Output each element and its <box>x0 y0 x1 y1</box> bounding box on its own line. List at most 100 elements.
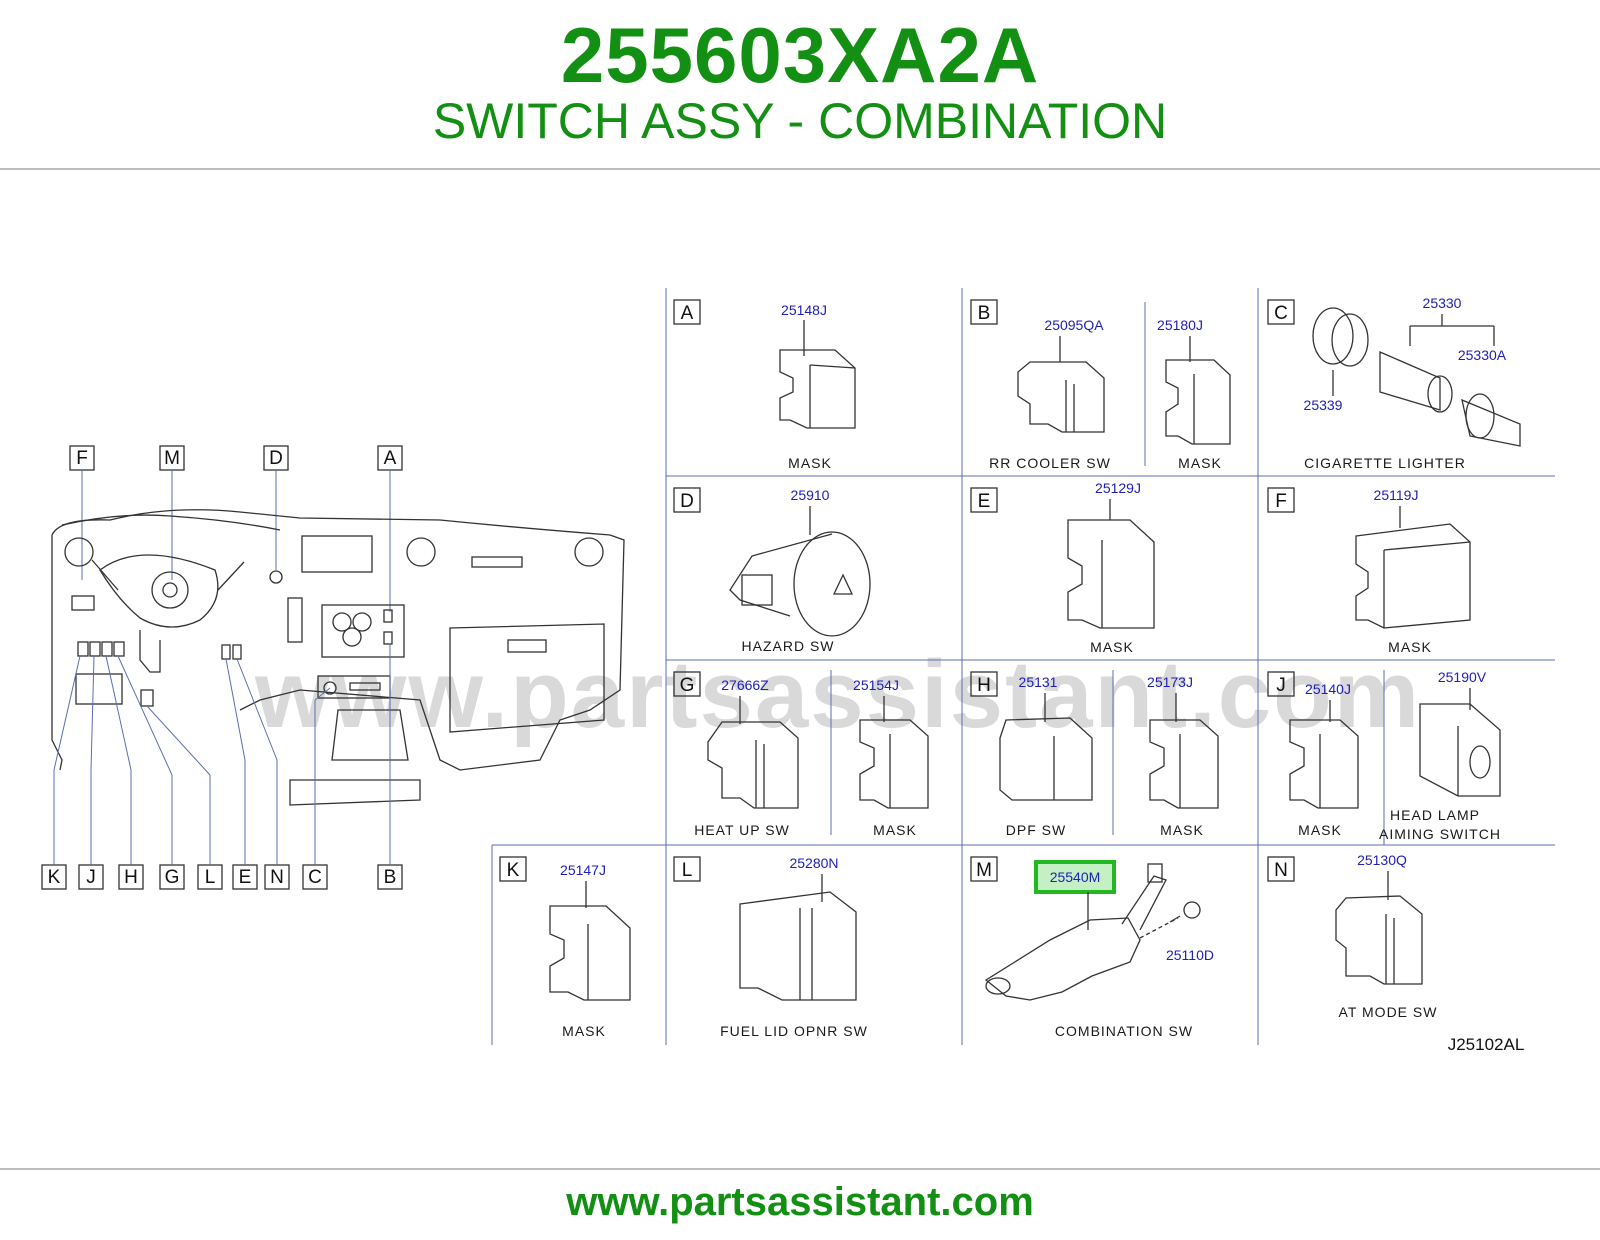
svg-text:MASK: MASK <box>1090 639 1134 655</box>
dashboard-overview: F M D A <box>41 445 625 890</box>
svg-text:L: L <box>205 867 216 888</box>
dashboard-callout-h[interactable]: H <box>105 655 144 890</box>
svg-text:M: M <box>164 448 180 469</box>
part-number-link[interactable]: 25110D <box>1166 947 1214 963</box>
svg-text:E: E <box>239 867 252 888</box>
dashboard-callout-b[interactable]: B <box>377 644 403 890</box>
panel-c: C 25330 25330A 25339 CIGARETTE LIGHTER <box>1267 295 1521 471</box>
svg-text:DPF SW: DPF SW <box>1006 822 1066 838</box>
svg-text:MASK: MASK <box>788 455 832 471</box>
dashboard-callout-g[interactable]: G <box>117 655 185 890</box>
dashboard-callout-m[interactable]: M <box>159 445 185 580</box>
panel-b: B 25095QA 25180J RR COOLER SW MASK <box>970 299 1231 471</box>
svg-text:L: L <box>682 860 693 881</box>
part-number-link[interactable]: 25330 <box>1423 295 1462 311</box>
part-number-link[interactable]: 25147J <box>560 862 606 878</box>
part-number-link[interactable]: 25131 <box>1019 674 1058 690</box>
svg-text:HAZARD SW: HAZARD SW <box>742 638 835 654</box>
svg-text:COMBINATION SW: COMBINATION SW <box>1055 1023 1193 1039</box>
svg-text:D: D <box>680 491 694 512</box>
part-number-link[interactable]: 25910 <box>791 487 830 503</box>
svg-text:A: A <box>384 448 397 469</box>
panel-k: K 25147J MASK <box>499 856 631 1039</box>
svg-text:M: M <box>976 860 992 881</box>
part-number-link[interactable]: 25190V <box>1438 669 1487 685</box>
dashboard-callout-a[interactable]: A <box>377 445 403 612</box>
part-number-link[interactable]: 25148J <box>781 302 827 318</box>
svg-text:B: B <box>384 867 397 888</box>
part-number-link[interactable]: 25330A <box>1458 347 1507 363</box>
svg-text:MASK: MASK <box>873 822 917 838</box>
dashboard-callout-e[interactable]: E <box>225 658 258 890</box>
svg-text:25540M: 25540M <box>1050 869 1101 885</box>
part-number-link[interactable]: 25129J <box>1095 480 1141 496</box>
panel-n: N 25130Q AT MODE SW <box>1267 852 1438 1020</box>
panel-f: F 25119J MASK <box>1267 487 1471 655</box>
svg-text:K: K <box>48 867 61 888</box>
dashboard-callout-j[interactable]: J <box>78 655 104 890</box>
part-number-title: 255603XA2A <box>560 11 1040 99</box>
svg-text:A: A <box>681 303 694 324</box>
svg-text:HEAT UP SW: HEAT UP SW <box>694 822 790 838</box>
part-number-link[interactable]: 25095QA <box>1044 317 1104 333</box>
panel-j: J 25140J 25190V MASK HEAD LAMP AIMING SW… <box>1267 669 1501 842</box>
dashboard-callout-d[interactable]: D <box>263 445 289 570</box>
watermark: www.partsassistant.com <box>255 641 1422 748</box>
part-number-link[interactable]: 25173J <box>1147 674 1193 690</box>
svg-text:MASK: MASK <box>1178 455 1222 471</box>
svg-text:RR COOLER SW: RR COOLER SW <box>989 455 1111 471</box>
svg-text:J: J <box>1276 675 1286 696</box>
svg-text:MASK: MASK <box>562 1023 606 1039</box>
svg-text:H: H <box>124 867 138 888</box>
svg-text:N: N <box>270 867 284 888</box>
svg-text:H: H <box>977 675 991 696</box>
svg-text:E: E <box>978 491 991 512</box>
dashboard-callout-c[interactable]: C <box>302 687 331 890</box>
svg-text:G: G <box>680 675 695 696</box>
part-number-link[interactable]: 25119J <box>1374 487 1419 503</box>
part-number-link[interactable]: 25280N <box>789 855 838 871</box>
footer-url[interactable]: www.partsassistant.com <box>566 1180 1034 1224</box>
svg-text:AIMING SWITCH: AIMING SWITCH <box>1379 826 1501 842</box>
panel-grid <box>491 288 1555 1045</box>
part-number-link[interactable]: 25154J <box>853 677 899 693</box>
dashboard-callout-k[interactable]: K <box>41 655 81 890</box>
dashboard-callout-f[interactable]: F <box>69 445 95 580</box>
svg-text:FUEL LID OPNR SW: FUEL LID OPNR SW <box>720 1023 868 1039</box>
panel-a: A 25148J MASK <box>673 299 856 471</box>
panel-m: M 25540M 25110D COMBINATION SW <box>970 856 1214 1039</box>
svg-text:C: C <box>1274 303 1288 324</box>
panel-e: E 25129J MASK <box>970 480 1155 655</box>
svg-text:CIGARETTE LIGHTER: CIGARETTE LIGHTER <box>1304 455 1466 471</box>
svg-text:F: F <box>1275 491 1287 512</box>
dashboard-callout-l[interactable]: L <box>146 705 223 890</box>
panel-g: G 27666Z 25154J HEAT UP SW MASK <box>673 671 929 838</box>
svg-text:K: K <box>507 860 520 881</box>
dashboard-callout-n[interactable]: N <box>236 658 290 890</box>
svg-text:F: F <box>76 448 88 469</box>
svg-text:J: J <box>86 867 96 888</box>
footer-divider <box>0 1168 1600 1170</box>
highlighted-part-25540m[interactable]: 25540M <box>1034 860 1116 894</box>
svg-text:AT MODE SW: AT MODE SW <box>1339 1004 1438 1020</box>
svg-text:G: G <box>165 867 180 888</box>
svg-text:MASK: MASK <box>1298 822 1342 838</box>
part-description: SWITCH ASSY - COMBINATION <box>432 93 1168 149</box>
header-divider <box>0 168 1600 170</box>
part-number-link[interactable]: 25339 <box>1304 397 1343 413</box>
svg-text:N: N <box>1274 860 1288 881</box>
part-number-link[interactable]: 25140J <box>1305 681 1351 697</box>
drawing-code: J25102AL <box>1448 1035 1525 1054</box>
panel-d: D 25910 HAZARD SW <box>673 487 871 654</box>
svg-text:MASK: MASK <box>1388 639 1432 655</box>
svg-text:B: B <box>978 303 991 324</box>
panel-l: L 25280N FUEL LID OPNR SW <box>673 855 868 1039</box>
part-number-link[interactable]: 27666Z <box>721 677 769 693</box>
part-number-link[interactable]: 25130Q <box>1357 852 1407 868</box>
part-number-link[interactable]: 25180J <box>1157 317 1203 333</box>
svg-text:C: C <box>308 867 322 888</box>
svg-text:D: D <box>269 448 283 469</box>
svg-text:HEAD LAMP: HEAD LAMP <box>1390 807 1480 823</box>
svg-text:MASK: MASK <box>1160 822 1204 838</box>
